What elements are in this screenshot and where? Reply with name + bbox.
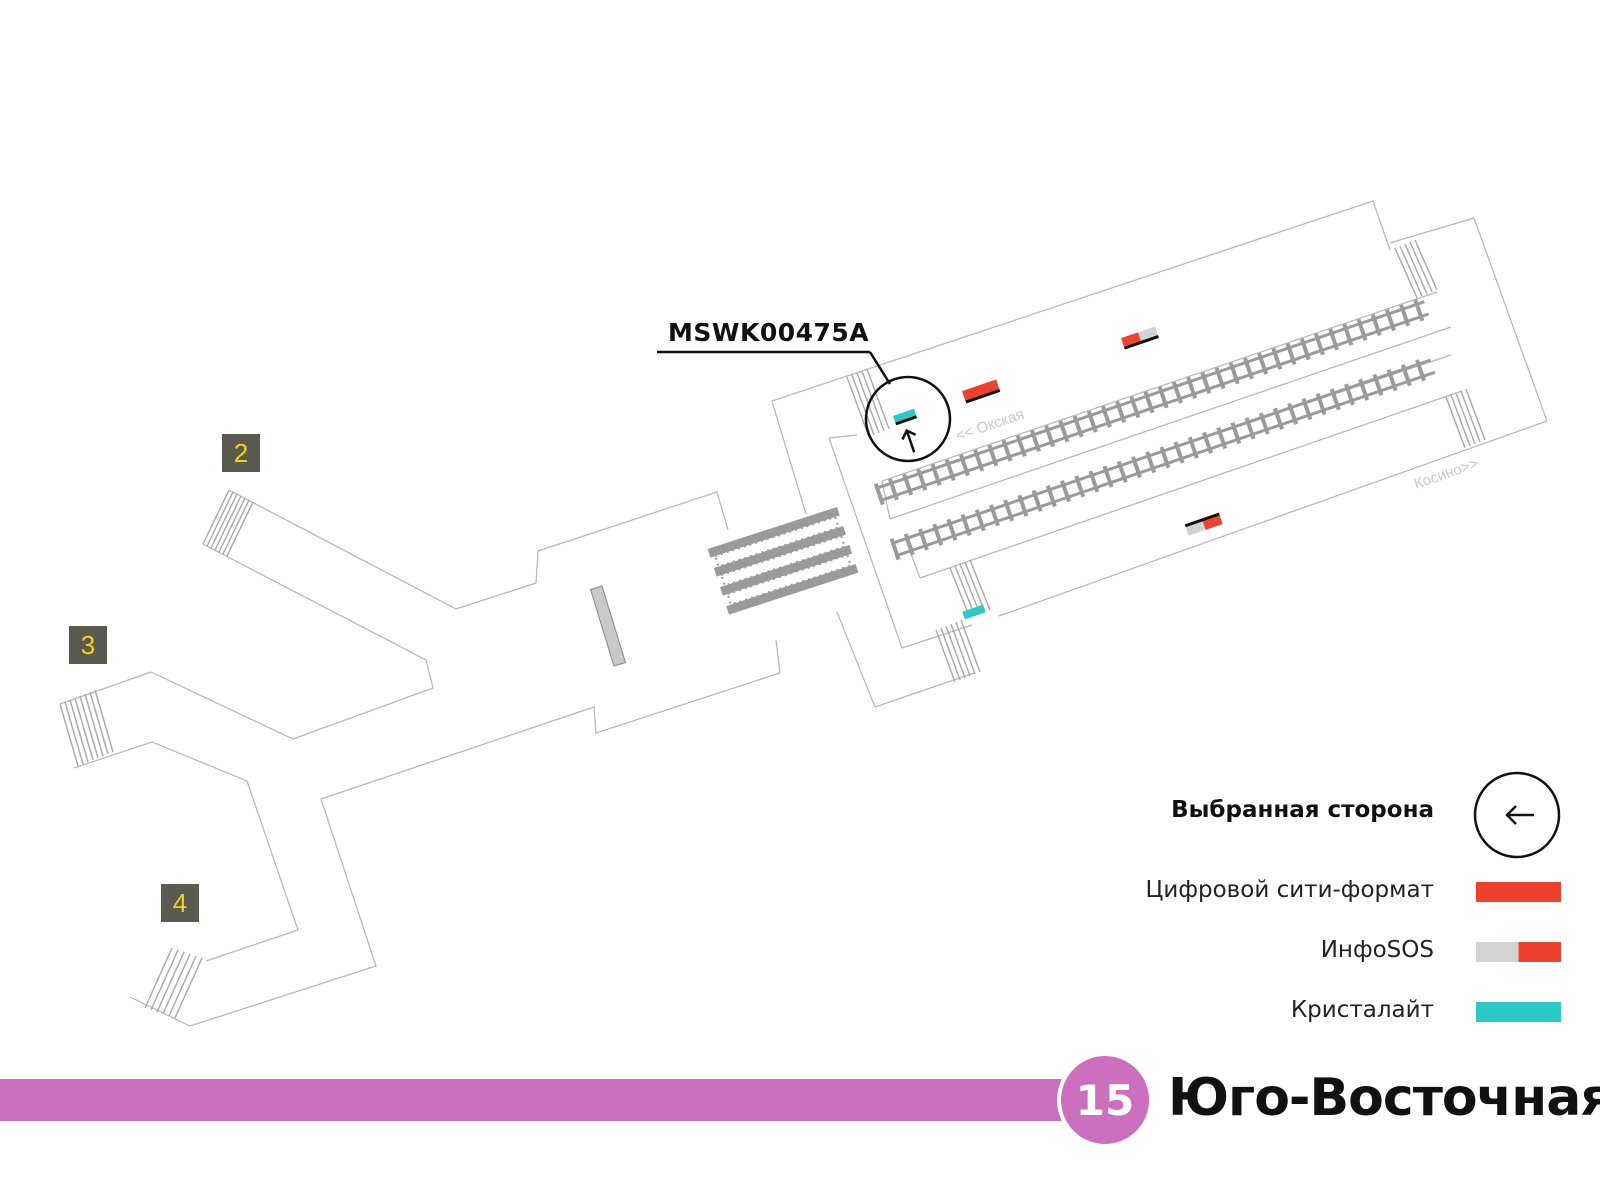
legend-selected-side-label: Выбранная сторона [1171, 797, 1434, 823]
stairs-exit-4 [144, 947, 203, 1019]
stairs-platform-left [846, 368, 890, 438]
stairs-lower-exit [935, 619, 981, 683]
stairs-exit-2 [202, 489, 254, 557]
stairs-platform-top [1394, 239, 1438, 299]
corridor-outlines [59, 200, 1548, 1027]
exit-badge-3: 3 [69, 626, 107, 664]
stairs-platform-right [1445, 388, 1486, 449]
hall-bench [589, 585, 627, 667]
metro-line-bar [0, 1079, 1062, 1121]
panel-cristalight-selected [892, 408, 918, 426]
direction-left-label: << Окская [954, 406, 1027, 445]
panel-digital-city-1 [962, 379, 1001, 404]
legend-cristalight-swatch [1476, 1002, 1561, 1022]
legend-infosos-swatch [1476, 942, 1561, 962]
escalators [707, 506, 859, 615]
station-name: Юго-Восточная [1168, 1068, 1600, 1128]
exit-badge-2: 2 [222, 434, 260, 472]
stairs-exit-3 [59, 689, 114, 767]
stairs-platform-bottom [949, 559, 991, 619]
selected-side-arrow-icon [901, 428, 917, 453]
legend-digital-city-label: Цифровой сити-формат [1145, 877, 1434, 903]
track-2 [889, 355, 1437, 561]
direction-right-label: Косино>> [1412, 455, 1481, 493]
metro-line-number-badge: 15 [1057, 1052, 1153, 1148]
legend-infosos-label: ИнфоSOS [1320, 937, 1434, 963]
exit-badge-4: 4 [161, 884, 199, 922]
panel-infosos-1 [1121, 326, 1159, 350]
selected-panel-callout [657, 350, 952, 463]
panel-cristalight-2 [962, 604, 986, 620]
legend-cristalight-label: Кристалайт [1290, 997, 1434, 1023]
panel-infosos-2 [1184, 512, 1223, 536]
selected-side-circle [864, 375, 952, 463]
track-1 [873, 297, 1430, 506]
legend-digital-city-swatch [1476, 882, 1561, 902]
metro-line-number: 15 [1075, 1075, 1135, 1125]
panel-code-label: MSWK00475A [668, 318, 870, 347]
legend-selected-side-icon [1473, 771, 1561, 859]
